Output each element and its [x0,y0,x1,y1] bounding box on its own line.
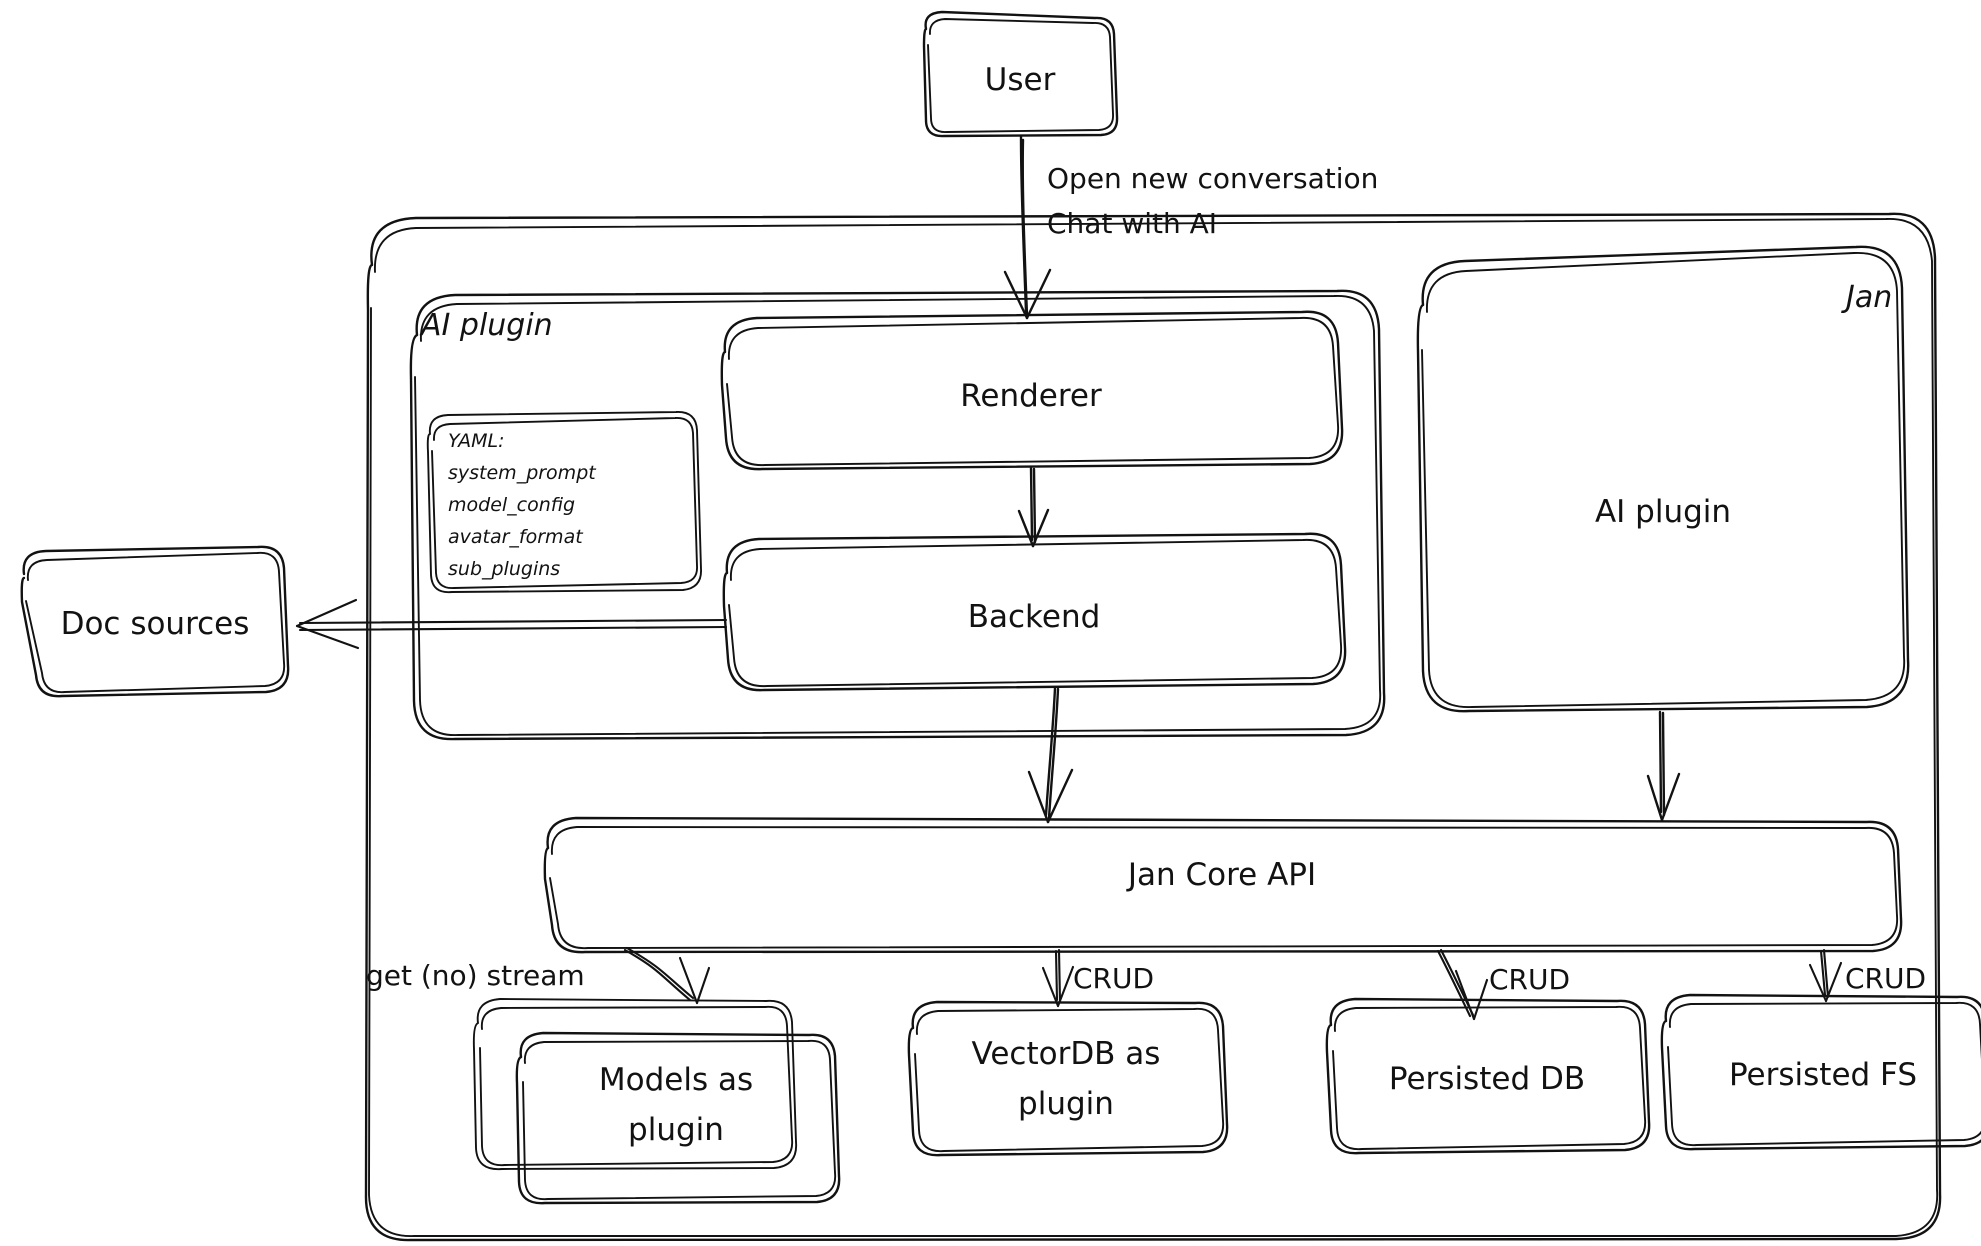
ai-plugin-group-label: AI plugin [419,308,553,343]
edge-backend-to-doc-sources [295,598,728,650]
edge-core-to-persisted-db: CRUD [1436,948,1570,1021]
jan-core-api-label: Jan Core API [1126,857,1316,893]
node-vectordb-plugin[interactable]: VectorDB as plugin [907,1000,1229,1157]
yaml-note-line-4: sub_plugins [448,558,560,580]
edge-label-crud-persisted-fs: CRUD [1845,962,1926,995]
yaml-note-title: YAML: [448,430,505,452]
node-yaml-note: YAML: system_prompt model_config avatar_… [426,411,702,594]
edge-core-to-persisted-fs: CRUD [1808,948,1926,1003]
edge-ai-plugin-to-core [1646,710,1681,822]
models-plugin-label-line2: plugin [628,1112,724,1148]
yaml-note-line-3: avatar_format [448,526,584,548]
node-ai-plugin-group: AI plugin [409,289,1386,741]
doc-sources-label: Doc sources [61,606,250,642]
node-models-plugin[interactable]: Models as plugin [472,998,841,1205]
vectordb-plugin-label-line2: plugin [1018,1086,1114,1122]
ai-plugin-right-label: AI plugin [1595,494,1731,530]
edge-backend-to-core [1027,686,1074,824]
edge-renderer-to-backend [1017,466,1050,548]
node-persisted-fs[interactable]: Persisted FS [1660,993,1981,1151]
yaml-note-line-1: system_prompt [448,462,597,484]
node-jan-container: Jan [364,212,1942,1242]
edge-label-chat-with-ai: Chat with AI [1047,207,1217,240]
persisted-fs-label: Persisted FS [1729,1057,1917,1093]
user-label: User [985,62,1056,98]
renderer-label: Renderer [960,378,1102,414]
node-renderer[interactable]: Renderer [720,310,1344,471]
node-user[interactable]: User [922,10,1119,138]
node-doc-sources[interactable]: Doc sources [20,545,290,698]
persisted-db-label: Persisted DB [1389,1061,1585,1097]
edge-label-open-conversation: Open new conversation [1047,162,1378,195]
yaml-note-line-2: model_config [448,494,575,516]
node-persisted-db[interactable]: Persisted DB [1325,997,1651,1155]
edge-label-crud-persisted-db: CRUD [1489,963,1570,996]
node-ai-plugin-right[interactable]: AI plugin [1416,245,1910,713]
edge-label-crud-vectordb: CRUD [1073,962,1154,995]
node-jan-core-api[interactable]: Jan Core API [543,816,1903,954]
edge-core-to-vectordb: CRUD [1041,948,1154,1008]
node-backend[interactable]: Backend [722,532,1347,692]
edge-label-get-no-stream: get (no) stream [366,959,585,992]
jan-container-label: Jan [1841,280,1892,315]
models-plugin-label-line1: Models as [599,1062,753,1098]
edge-user-to-renderer: Open new conversation Chat with AI [1003,134,1378,320]
backend-label: Backend [968,599,1101,635]
vectordb-plugin-label-line1: VectorDB as [972,1036,1161,1072]
edge-core-to-models: get (no) stream [366,946,711,1005]
